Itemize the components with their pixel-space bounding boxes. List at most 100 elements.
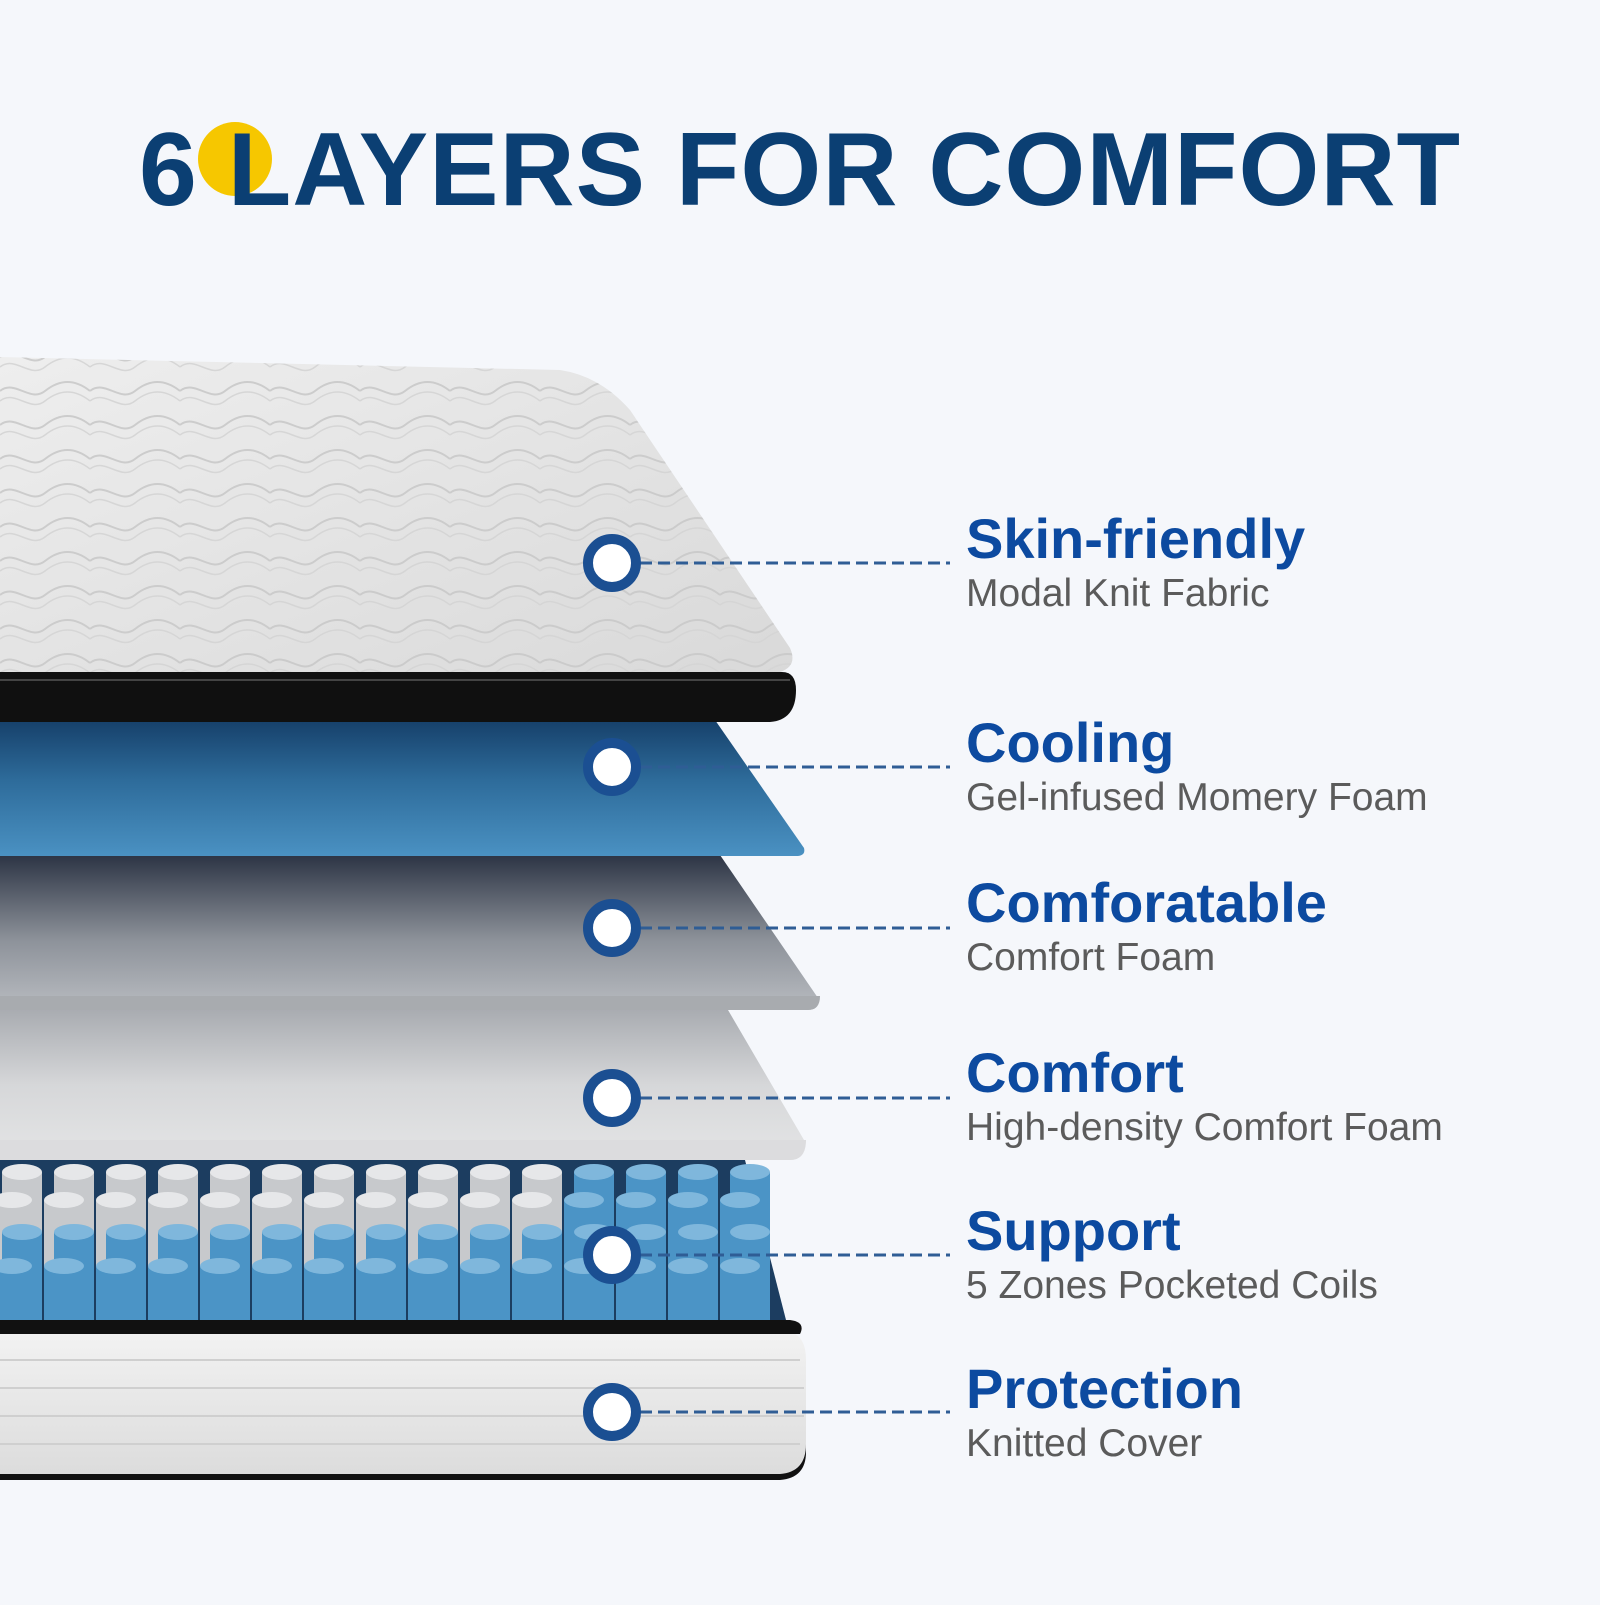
coil-top [460, 1258, 500, 1274]
coil [96, 1266, 136, 1320]
layer-title: Comfort [966, 1041, 1184, 1104]
coil [44, 1266, 84, 1320]
coil-top [44, 1192, 84, 1208]
coil-top [356, 1258, 396, 1274]
coil [720, 1266, 760, 1320]
coil-top [54, 1224, 94, 1240]
coil-top [408, 1192, 448, 1208]
coil-top [148, 1258, 188, 1274]
coil-top [304, 1192, 344, 1208]
layer-title: Support [966, 1199, 1181, 1262]
coil-top [626, 1164, 666, 1180]
coil-top [304, 1258, 344, 1274]
coil-top [0, 1258, 32, 1274]
coil-top [252, 1192, 292, 1208]
layer-protection-cover [0, 1332, 806, 1480]
coil [200, 1266, 240, 1320]
coil [0, 1266, 32, 1320]
coil [460, 1266, 500, 1320]
coil-top [2, 1164, 42, 1180]
coil-top [730, 1224, 770, 1240]
coil-top [418, 1224, 458, 1240]
coil-top [148, 1192, 188, 1208]
coil [408, 1266, 448, 1320]
coil [356, 1266, 396, 1320]
coil-top [252, 1258, 292, 1274]
coil-top [512, 1258, 552, 1274]
layer-marker [583, 534, 641, 592]
layer-pocketed-coils [0, 1160, 802, 1334]
coil-top [158, 1164, 198, 1180]
page-title-text: 6 LAYERS FOR COMFORT [138, 112, 1462, 228]
coil-top [720, 1192, 760, 1208]
coil-top [96, 1258, 136, 1274]
layer-comfort-foam [0, 855, 820, 1010]
coil-top [720, 1258, 760, 1274]
layer-subtitle: 5 Zones Pocketed Coils [966, 1263, 1378, 1307]
coil [668, 1266, 708, 1320]
coil-top [470, 1224, 510, 1240]
coil-top [730, 1164, 770, 1180]
layer-title: Comforatable [966, 871, 1327, 934]
coil-top [678, 1164, 718, 1180]
coil-top [356, 1192, 396, 1208]
coil-top [314, 1224, 354, 1240]
layer-gel-memory-foam [0, 720, 805, 856]
layer-marker [583, 1069, 641, 1127]
coil-top [512, 1192, 552, 1208]
coil-top [470, 1164, 510, 1180]
coil-top [522, 1164, 562, 1180]
coil-top [200, 1258, 240, 1274]
coil [304, 1266, 344, 1320]
layer-subtitle: Modal Knit Fabric [966, 571, 1270, 615]
coil-top [574, 1164, 614, 1180]
layer-subtitle: Knitted Cover [966, 1421, 1203, 1465]
coil-top [408, 1258, 448, 1274]
coil-top [96, 1192, 136, 1208]
coil-top [200, 1192, 240, 1208]
layer-markers [583, 534, 950, 1441]
coil-top [460, 1192, 500, 1208]
layer-subtitle: High-density Comfort Foam [966, 1105, 1443, 1149]
coil-top [262, 1164, 302, 1180]
coil-top [616, 1192, 656, 1208]
layer-marker [583, 738, 641, 796]
coil-top [262, 1224, 302, 1240]
coil-top [106, 1224, 146, 1240]
layer-subtitle: Comfort Foam [966, 935, 1216, 979]
coil-top [158, 1224, 198, 1240]
coil-top [522, 1224, 562, 1240]
coil-top [418, 1164, 458, 1180]
layer-marker [583, 1383, 641, 1441]
page-title: 6 LAYERS FOR COMFORT [0, 118, 1600, 222]
coil-top [564, 1192, 604, 1208]
coil-top [2, 1224, 42, 1240]
coil-top [54, 1164, 94, 1180]
coil-top [626, 1224, 666, 1240]
coil-top [314, 1164, 354, 1180]
coil-top [106, 1164, 146, 1180]
coil-top [210, 1224, 250, 1240]
coil-top [366, 1224, 406, 1240]
layer-subtitle: Gel-infused Momery Foam [966, 775, 1428, 819]
coil-top [366, 1164, 406, 1180]
layer-marker [583, 899, 641, 957]
layer-high-density-foam [0, 1010, 806, 1160]
layer-marker [583, 1226, 641, 1284]
coil-top [210, 1164, 250, 1180]
coil-top [668, 1258, 708, 1274]
layer-title: Protection [966, 1357, 1243, 1420]
coil [148, 1266, 188, 1320]
coil [512, 1266, 552, 1320]
coil-top [668, 1192, 708, 1208]
coil [252, 1266, 292, 1320]
layer-title: Skin-friendly [966, 507, 1306, 570]
coil-top [44, 1258, 84, 1274]
